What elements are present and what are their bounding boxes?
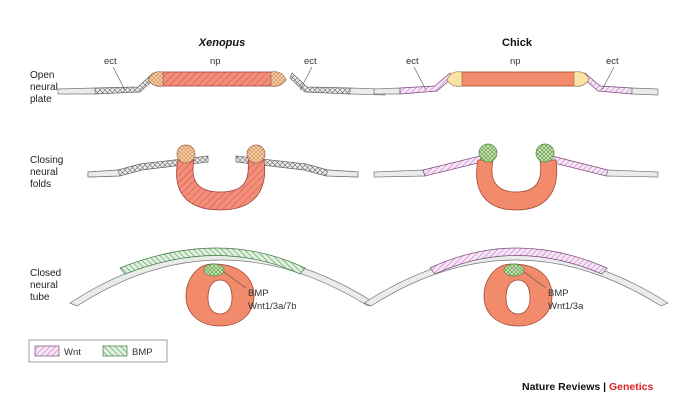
legend-bmp-swatch <box>102 345 128 357</box>
xenopus-border-left <box>147 71 164 87</box>
chick-wnt-label: Wnt1/3a <box>548 301 584 312</box>
xenopus-fold-border-right <box>246 144 266 164</box>
xenopus-bmp-label: BMP <box>248 288 269 299</box>
chick-open-plate: ect np ect <box>373 56 659 96</box>
chick-roof-plate-bmp <box>503 263 525 277</box>
credit-journal: Nature Reviews <box>522 381 601 393</box>
xenopus-neural-plate <box>159 71 275 87</box>
xenopus-closing-folds <box>87 144 359 211</box>
row-label-closed-neural-tube: Closed neural tube <box>30 268 64 303</box>
legend-wnt-label: Wnt <box>64 347 81 358</box>
xenopus-fold-border-left <box>176 144 196 164</box>
xenopus-arc-bmp <box>119 247 306 275</box>
chick-border-right <box>573 71 590 87</box>
legend-box <box>28 339 168 363</box>
journal-credit: Nature Reviews | Genetics <box>522 381 653 393</box>
xenopus-closed-tube: BMP Wnt1/3a/7b <box>69 247 376 327</box>
xenopus-tube <box>185 263 255 327</box>
row-label-closing-neural-folds: Closing neural folds <box>30 155 66 190</box>
chick-fold-bmp-left <box>478 143 498 163</box>
xenopus-ectoderm-left-end <box>57 87 96 95</box>
chick-border-left <box>446 71 463 87</box>
xenopus-fold-ectoderm-right-end <box>325 169 359 178</box>
chick-fold-ectoderm-right-end <box>605 169 659 178</box>
xenopus-ectoderm-right <box>289 72 351 95</box>
chick-neural-plate <box>457 71 579 87</box>
chick-wnt-left <box>399 72 453 95</box>
chick-tube <box>483 263 553 327</box>
xenopus-neural-fold-u <box>176 159 266 211</box>
xenopus-wnt-label: Wnt1/3a/7b <box>248 301 297 312</box>
chick-arc-wnt <box>429 247 608 275</box>
chick-fold-bmp-right <box>535 143 555 163</box>
chick-ect-left-label: ect <box>406 56 419 67</box>
xenopus-ect-left-label: ect <box>104 56 117 67</box>
legend-wnt-swatch <box>34 345 60 357</box>
credit-separator: | <box>600 381 609 393</box>
column-title-xenopus: Xenopus <box>198 37 245 49</box>
xenopus-open-plate: ect np ect <box>57 56 386 96</box>
xenopus-ect-right-label: ect <box>304 56 317 67</box>
xenopus-border-right <box>270 71 287 87</box>
chick-closing-folds <box>373 143 659 211</box>
chick-np-label: np <box>510 56 521 67</box>
row-label-open-neural-plate: Open neural plate <box>30 70 61 105</box>
legend-bmp-label: BMP <box>132 347 153 358</box>
chick-closed-tube: BMP Wnt1/3a <box>363 247 669 327</box>
chick-fold-ectoderm-left-end <box>373 169 426 178</box>
xenopus-fold-ectoderm-left-end <box>87 169 121 178</box>
chick-wnt-right <box>582 72 633 95</box>
chick-ectoderm-right-end <box>631 87 659 96</box>
legend: Wnt BMP <box>28 339 168 363</box>
xenopus-roof-plate-bmp <box>203 263 225 277</box>
xenopus-np-label: np <box>210 56 221 67</box>
chick-fold-wnt-right <box>549 155 609 177</box>
chick-neural-fold-u <box>476 159 558 211</box>
chick-bmp-label: BMP <box>548 288 569 299</box>
credit-section: Genetics <box>608 381 654 393</box>
column-title-chick: Chick <box>502 37 533 49</box>
xenopus-ectoderm-left <box>94 72 156 95</box>
chick-ectoderm-left-end <box>373 87 401 95</box>
chick-ect-right-label: ect <box>606 56 619 67</box>
chick-fold-wnt-left <box>422 155 483 177</box>
